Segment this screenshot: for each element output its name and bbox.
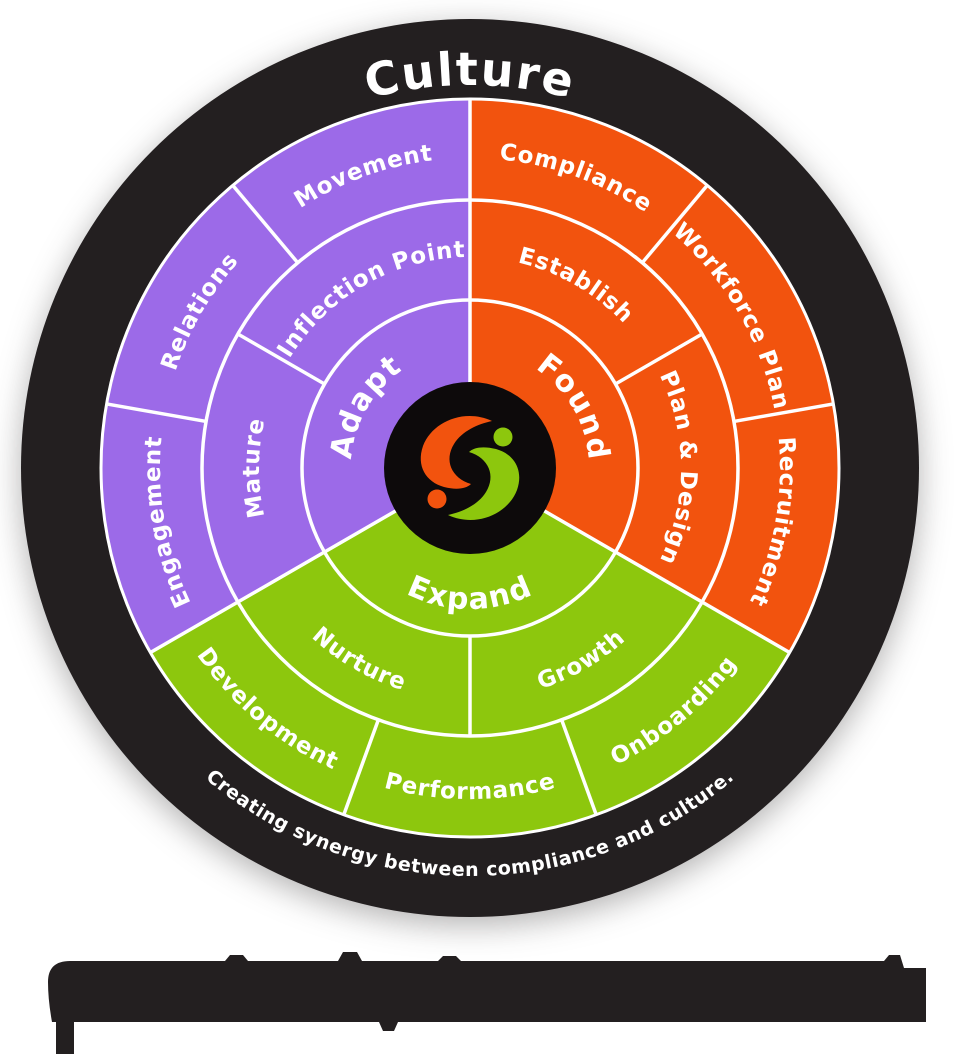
- sector-adapt: [101, 99, 470, 653]
- sector-found: [470, 99, 839, 653]
- outer-segment-divider: [640, 184, 709, 264]
- outer-segment-divider: [231, 184, 300, 264]
- middle-segment-divider: [614, 332, 703, 386]
- outer-segment-divider: [106, 402, 207, 424]
- sector-divider: [149, 508, 399, 655]
- logo-green-dot: [493, 427, 513, 447]
- outer-segment-divider: [733, 402, 834, 424]
- logo-orange-dot: [427, 489, 447, 509]
- outer-segment-divider: [342, 719, 380, 816]
- synergy-swirl-logo: [420, 416, 520, 520]
- sector-divider: [541, 508, 791, 655]
- hub-circle: [384, 382, 556, 554]
- logo-green-swoosh: [448, 447, 520, 520]
- outer-segment-divider: [560, 719, 598, 816]
- cropped-wordmark-silhouette: [48, 952, 926, 1054]
- middle-segment-divider: [237, 332, 326, 386]
- logo-orange-swoosh: [420, 416, 492, 489]
